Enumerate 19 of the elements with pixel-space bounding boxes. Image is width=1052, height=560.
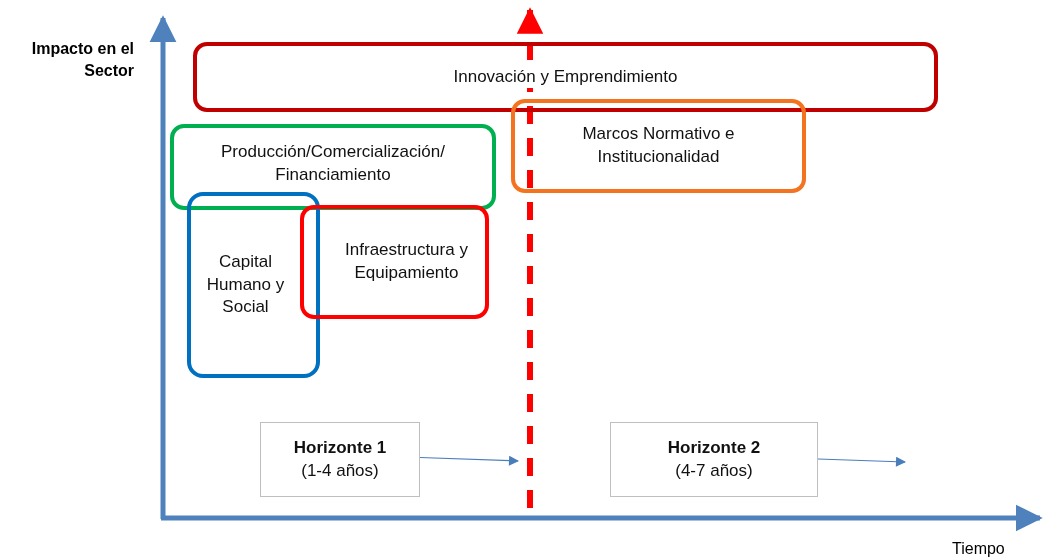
period-text: (4-7 años) [675, 459, 753, 482]
arrow [419, 455, 519, 466]
period-text: (1-4 años) [301, 459, 379, 482]
regulatory-box [511, 99, 806, 193]
innovation-box [193, 42, 938, 112]
horizon-box [610, 422, 818, 497]
box-label: Marcos Normativo e Institucionalidad [581, 123, 736, 168]
box-label: Producción/Comercialización/ Financiamiento [220, 141, 446, 186]
production-box [170, 124, 496, 210]
human-capital-box [187, 192, 320, 378]
infrastructure-box [300, 205, 489, 319]
horizon-title: Horizonte 2 [667, 436, 761, 459]
box-label: Infraestructura y Equipamiento [344, 239, 469, 284]
arrow [817, 456, 906, 467]
axis-title: Impacto en el Sector [30, 39, 134, 82]
axis-title: Tiempo [952, 539, 1006, 559]
horizon-box [260, 422, 420, 497]
horizon-title: Horizonte 1 [293, 436, 387, 459]
box-label: Capital Humano y Social [205, 250, 286, 319]
